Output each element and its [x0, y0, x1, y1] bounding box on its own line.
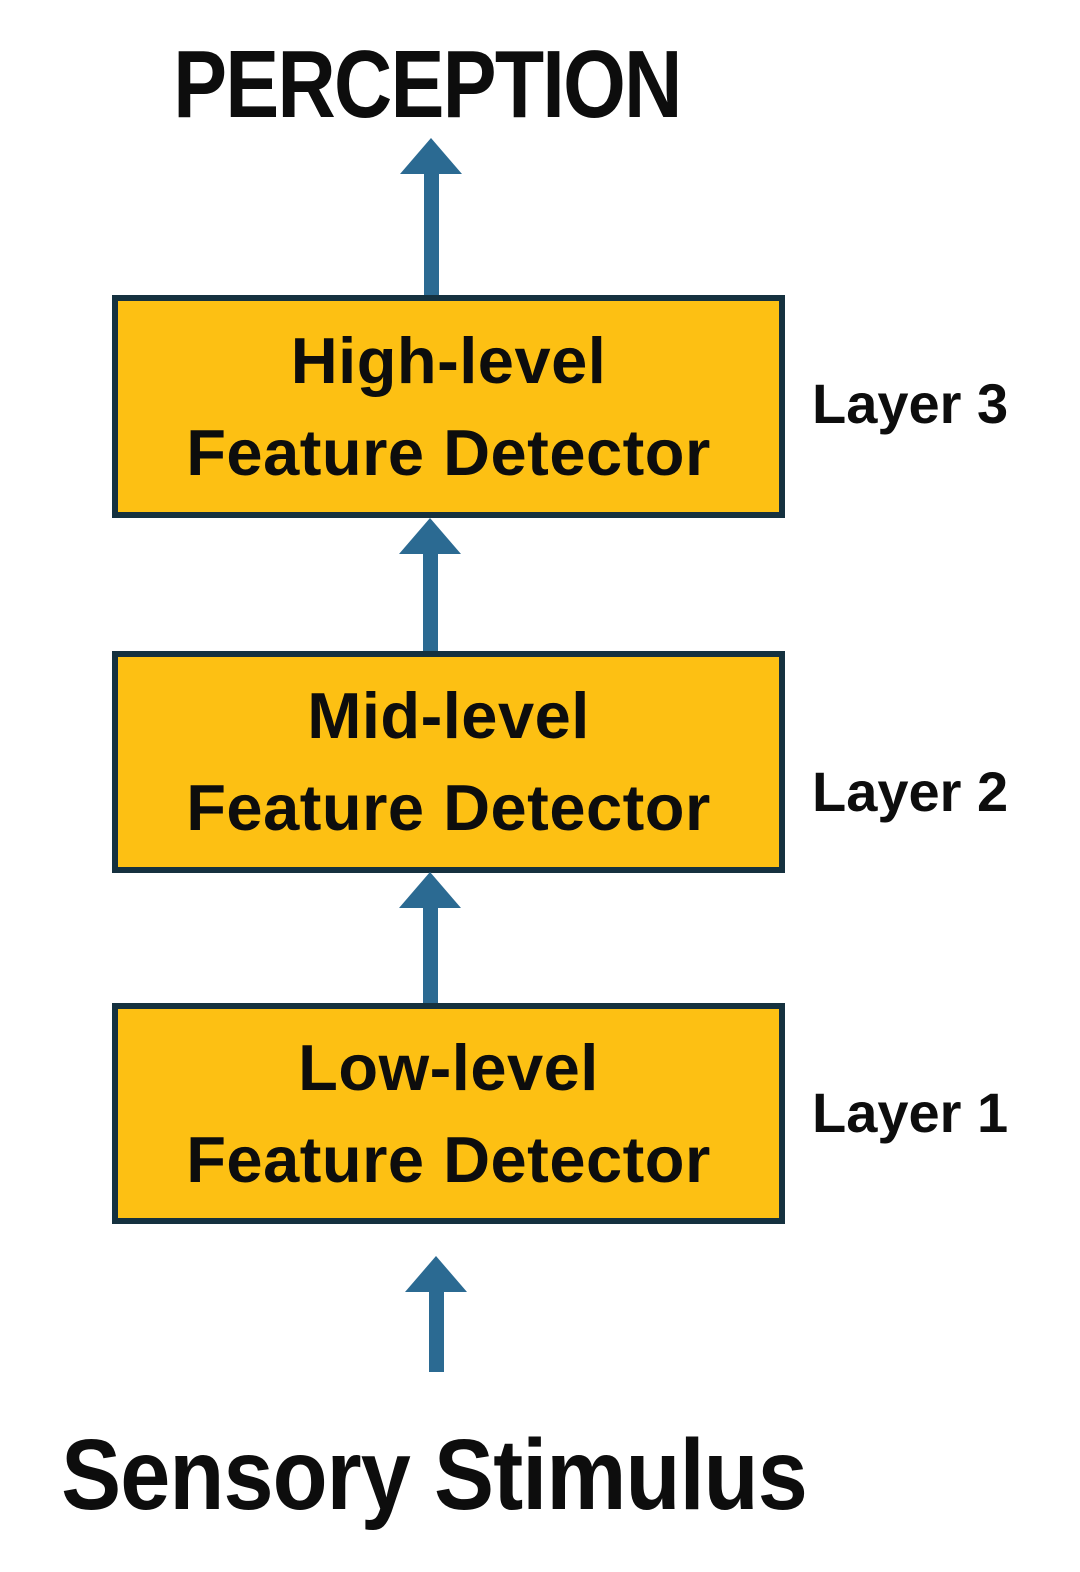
arrow-stem	[422, 908, 438, 1004]
box-label-line1: High-level	[290, 323, 607, 397]
layer-3-box: High-level Feature Detector	[112, 295, 785, 518]
arrow-up-to-perception-icon	[400, 138, 462, 297]
layer-2-side-label: Layer 2	[812, 760, 1009, 823]
box-label-line2: Feature Detector	[186, 1122, 711, 1196]
arrow-head	[400, 138, 462, 174]
arrow-head	[405, 1256, 467, 1292]
layer-1-side-label: Layer 1	[812, 1081, 1009, 1144]
sensory-stimulus-label: Sensory Stimulus	[61, 1419, 808, 1531]
layer-1-box: Low-level Feature Detector	[112, 1003, 785, 1224]
arrow-up-layer2-to-layer3-icon	[399, 518, 461, 652]
arrow-stem	[422, 554, 438, 652]
arrow-stem	[423, 174, 439, 297]
arrow-head	[399, 518, 461, 554]
box-label-line1: Low-level	[298, 1030, 599, 1104]
arrow-head	[399, 872, 461, 908]
layer-2-box: Mid-level Feature Detector	[112, 651, 785, 873]
box-label-line2: Feature Detector	[186, 771, 711, 844]
arrow-up-layer1-to-layer2-icon	[399, 872, 461, 1004]
box-label-line1: Mid-level	[307, 679, 590, 752]
arrow-stem	[428, 1292, 444, 1372]
box-label-line2: Feature Detector	[186, 415, 711, 489]
perception-title: PERCEPTION	[173, 31, 682, 138]
arrow-up-stimulus-to-layer1-icon	[405, 1256, 467, 1372]
layer-3-side-label: Layer 3	[812, 372, 1009, 435]
